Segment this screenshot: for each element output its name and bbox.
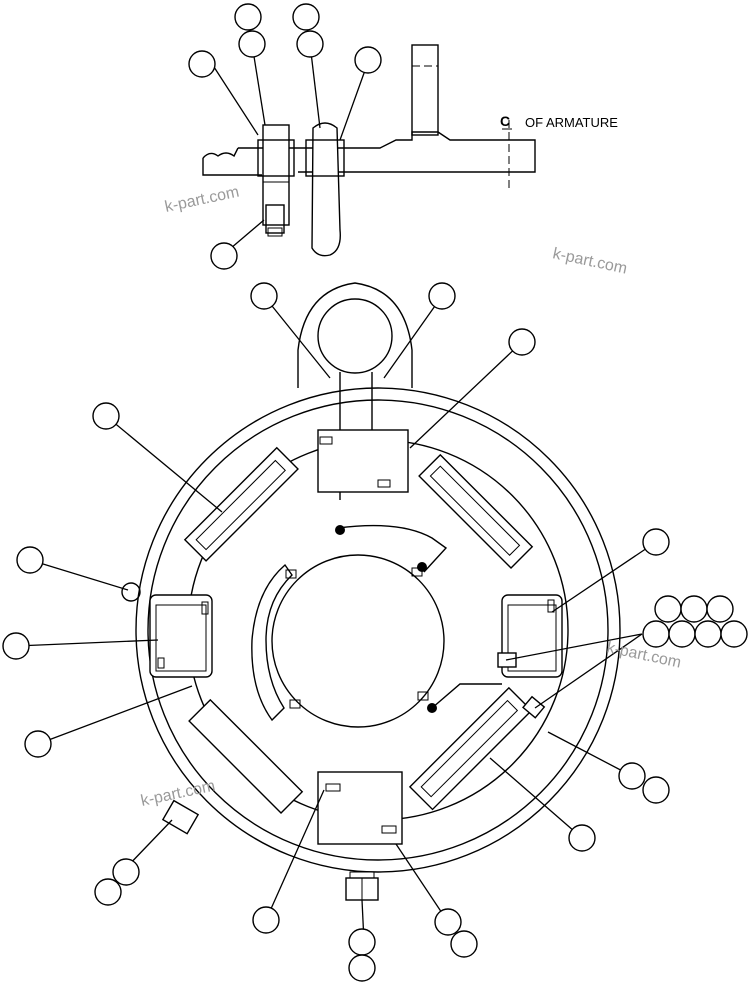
callout-bubble bbox=[508, 328, 536, 356]
centerline-label: OF ARMATURE bbox=[525, 115, 618, 130]
callout-bubble bbox=[706, 595, 734, 623]
callout-bubble bbox=[112, 858, 140, 886]
watermark: k-part.com bbox=[551, 245, 628, 277]
callout-bubble bbox=[94, 878, 122, 906]
front-view bbox=[121, 282, 621, 901]
callout-bubble bbox=[296, 30, 324, 58]
callout-bubble bbox=[92, 402, 120, 430]
callout-bubble bbox=[428, 282, 456, 310]
callout-bubble bbox=[250, 282, 278, 310]
bolt-lower-left bbox=[161, 799, 200, 835]
bolt-bottom bbox=[345, 871, 379, 901]
callout-bubble bbox=[2, 632, 30, 660]
callout-bubble bbox=[642, 528, 670, 556]
callout-bubble bbox=[238, 30, 266, 58]
callout-bubble bbox=[348, 928, 376, 956]
callout-bubble bbox=[694, 620, 722, 648]
callout-bubble bbox=[210, 242, 238, 270]
callout-bubble bbox=[234, 3, 262, 31]
side-view: C OF ARMATURE bbox=[202, 44, 618, 257]
callout-bubble bbox=[354, 46, 382, 74]
callout-bubble bbox=[16, 546, 44, 574]
callout-bubble bbox=[654, 595, 682, 623]
callout-bubble bbox=[720, 620, 748, 648]
callout-bubble bbox=[24, 730, 52, 758]
callout-bubble bbox=[568, 824, 596, 852]
callout-bubble bbox=[252, 906, 280, 934]
callout-bubble bbox=[642, 776, 670, 804]
callout-bubble bbox=[434, 908, 462, 936]
callout-bubble bbox=[668, 620, 696, 648]
callout-bubble bbox=[642, 620, 670, 648]
callout-bubble bbox=[348, 954, 376, 982]
centerline-symbol: C bbox=[500, 113, 510, 129]
callout-bubble bbox=[450, 930, 478, 958]
watermark: k-part.com bbox=[163, 184, 240, 216]
callout-bubble bbox=[618, 762, 646, 790]
callout-bubble bbox=[680, 595, 708, 623]
callout-bubbles bbox=[2, 3, 748, 982]
callout-bubble bbox=[292, 3, 320, 31]
callout-bubble bbox=[188, 50, 216, 78]
